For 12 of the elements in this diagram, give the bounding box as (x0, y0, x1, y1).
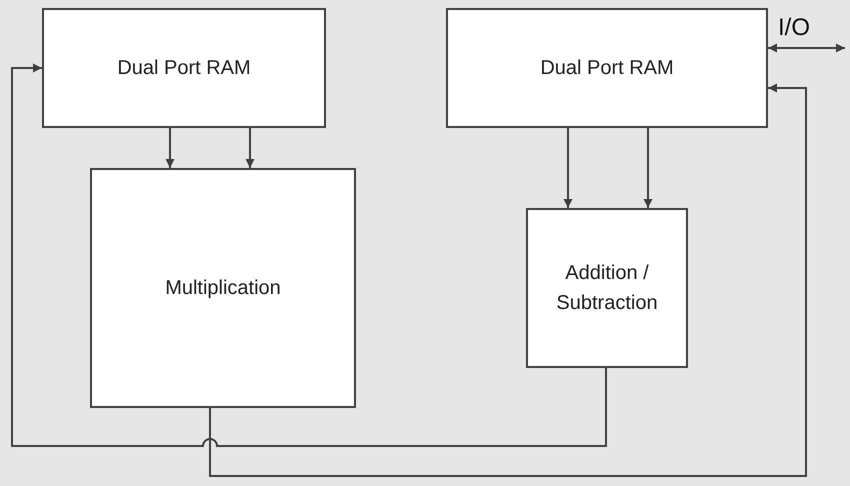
connector-arrow (11, 64, 607, 447)
edge-label: I/O (778, 16, 810, 40)
connector-arrow (564, 128, 572, 208)
process-box: Multiplication (90, 168, 356, 408)
connector-arrow (644, 128, 652, 208)
process-box: Dual Port RAM (446, 8, 768, 128)
process-box: Addition / Subtraction (526, 208, 688, 368)
connector-arrow (768, 44, 845, 52)
process-box: Dual Port RAM (42, 8, 326, 128)
connector-arrow (166, 128, 174, 168)
connector-arrow (246, 128, 254, 168)
connector-arrow (209, 84, 807, 477)
